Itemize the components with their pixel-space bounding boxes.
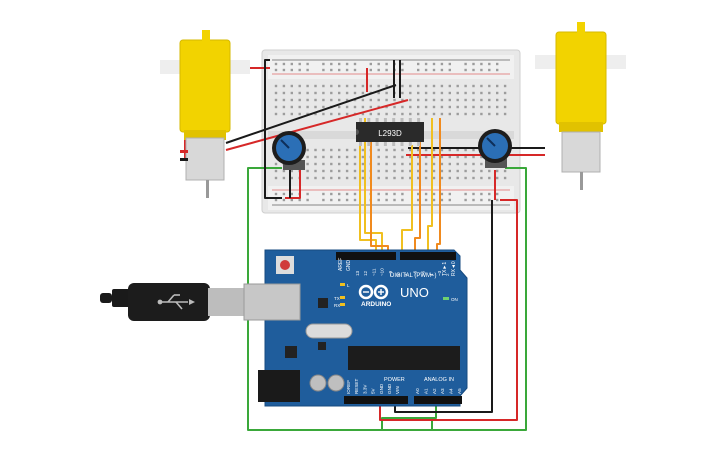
digital-label: DIGITAL (PWM~) [390,273,437,279]
analog-pin-label: A4 [449,388,454,394]
bottom-power-rail [268,186,514,210]
digital-pin-label: 7 [404,273,409,276]
top-power-rail [268,55,514,79]
digital-pin-label: 8 [396,273,401,276]
power-jack [258,370,300,402]
capacitor [327,374,345,392]
usb-plug-metal [208,288,244,316]
motor-left-gearbox [179,39,231,133]
analog-pin-label: A0 [415,388,420,394]
rx-label: RX [334,303,340,308]
digital-pin-label: ~9 [388,270,393,276]
board-brand: ARDUINO [361,301,391,308]
power-pin-label: GND [387,383,392,394]
wire-yellow-3 [401,145,413,252]
digital-pin-label: 12 [363,270,368,276]
power-pin-label: IOREF [346,380,351,394]
analog-header [414,396,462,404]
digital-pin-label: ~10 [380,268,385,276]
l-label: L [347,283,350,288]
digital-pin-label: ~11 [371,268,376,276]
power-pin-label: RESET [354,378,359,394]
digital-pin-label: ~6 [412,270,417,276]
rx-pin-label: RX◄0 [451,261,457,276]
wire-green-ground [247,167,527,431]
digital-header-right [400,252,456,260]
digital-header-left [336,252,396,260]
power-label: POWER [384,377,405,383]
wire-yellow-2 [364,118,383,252]
motor-right-gearbox [555,31,607,125]
power-header [344,396,408,404]
digital-pin-label: 2 [445,273,450,276]
motor-right-can [561,131,601,173]
digital-pin-label: 4 [429,273,434,276]
analog-pin-label: A5 [457,388,462,394]
crystal [305,323,353,339]
wire-black-left-motor [225,84,397,144]
wire-green-gnd [381,400,437,430]
wire-yellow-4 [427,118,433,252]
power-pin-label: VIN [395,386,400,394]
arduino-logo-icon [358,284,389,300]
analog-pin-label: A1 [423,388,428,394]
analog-label: ANALOG IN [424,377,454,383]
power-pin-label: GND [379,383,384,394]
potentiometer-right[interactable] [478,129,512,168]
wire-red-left-motor [225,99,409,151]
chip-body [356,122,424,142]
atmega-chip [348,346,460,370]
usb-port [243,283,301,321]
dc-motor-left[interactable] [160,30,250,198]
digital-pin-label: ~5 [421,270,426,276]
power-pin-label: 5V [371,387,376,394]
wire-orange-3 [436,118,441,252]
analog-pin-label: A2 [432,388,437,394]
on-label: ON [451,297,458,302]
wire-red-5v [379,199,518,421]
tx-label: TX [334,296,340,301]
gnd-label: GND [346,260,352,272]
aref-label: AREF [338,258,344,271]
chip-label: L293D [378,129,402,138]
wire-orange-1 [370,140,389,252]
motor-driver-chip[interactable]: L293D [356,118,424,146]
dc-motor-right[interactable] [535,22,626,190]
tx-pin-label: TX►1 [442,262,448,276]
digital-pin-label: 13 [355,270,360,276]
analog-pin-label: A3 [440,388,445,394]
capacitor [309,374,327,392]
reset-button[interactable] [280,260,290,270]
potentiometer-left[interactable] [272,131,306,170]
power-pin-label: 3.3V [362,384,367,394]
usb-icon [160,294,188,310]
usb-cable[interactable] [100,283,244,321]
digital-pin-label: ~3 [437,270,442,276]
board-model: UNO [400,285,429,300]
motor-left-can [185,137,225,181]
wire-orange-2 [414,140,421,252]
